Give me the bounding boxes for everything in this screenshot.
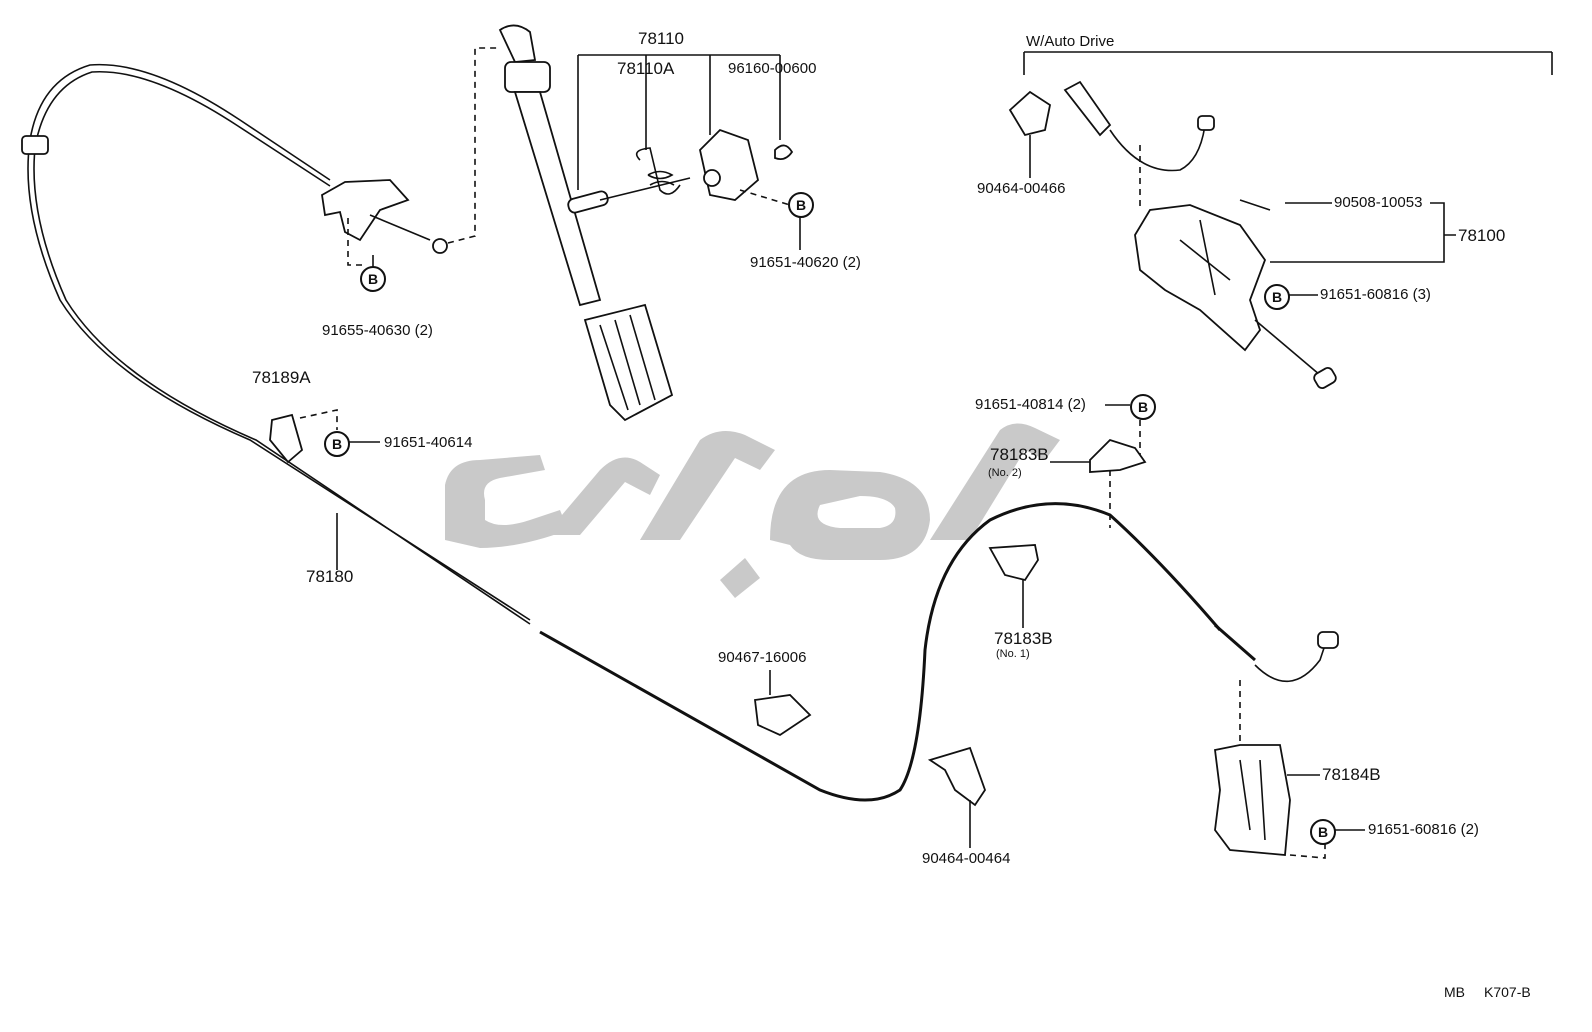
- part-78189A-label: 78189A: [252, 368, 311, 387]
- part-91655-40630-label: 91655-40630 (2): [322, 322, 433, 339]
- bolt-b-symbol: B: [788, 192, 814, 218]
- watermark-logo: [445, 423, 1060, 598]
- part-78110A-label: 78110A: [617, 59, 675, 78]
- part-91651-60816-2-label: 91651-60816 (2): [1368, 821, 1479, 838]
- part-78183B-no1-sublabel: (No. 1): [996, 648, 1030, 660]
- part-96160-00600-label: 96160-00600: [728, 60, 817, 77]
- auto-drive-label: W/Auto Drive: [1026, 33, 1115, 50]
- part-78183B-no1-label: 78183B: [994, 629, 1053, 648]
- part-90464-00464-label: 90464-00464: [922, 850, 1011, 867]
- bolt-b-symbol: B: [1130, 394, 1156, 420]
- part-78184B-label: 78184B: [1322, 765, 1381, 784]
- footer-code-left: MB: [1444, 984, 1465, 1000]
- part-78110-label: 78110: [638, 29, 685, 48]
- part-91651-40620-label: 91651-40620 (2): [750, 254, 861, 271]
- part-78100-label: 78100: [1458, 226, 1506, 245]
- bolt-b-symbol: B: [1264, 284, 1290, 310]
- part-90464-00466-label: 90464-00466: [977, 180, 1066, 197]
- part-90467-16006-label: 90467-16006: [718, 649, 807, 666]
- accelerator-cable: [27, 139, 531, 621]
- part-78180-label: 78180: [306, 567, 354, 586]
- footer-code-right: K707-B: [1484, 984, 1531, 1000]
- part-90508-10053-label: 90508-10053: [1334, 194, 1423, 211]
- part-91651-40814-label: 91651-40814 (2): [975, 396, 1086, 413]
- part-91651-60816-3-label: 91651-60816 (3): [1320, 286, 1431, 303]
- bolt-b-symbol: B: [1310, 819, 1336, 845]
- bolt-b-symbol: B: [324, 431, 350, 457]
- part-91651-40614-label: 91651-40614: [384, 434, 473, 451]
- part-78183B-no2-sublabel: (No. 2): [988, 467, 1022, 479]
- bolt-b-symbol: B: [360, 266, 386, 292]
- part-78183B-no2-label: 78183B: [990, 445, 1049, 464]
